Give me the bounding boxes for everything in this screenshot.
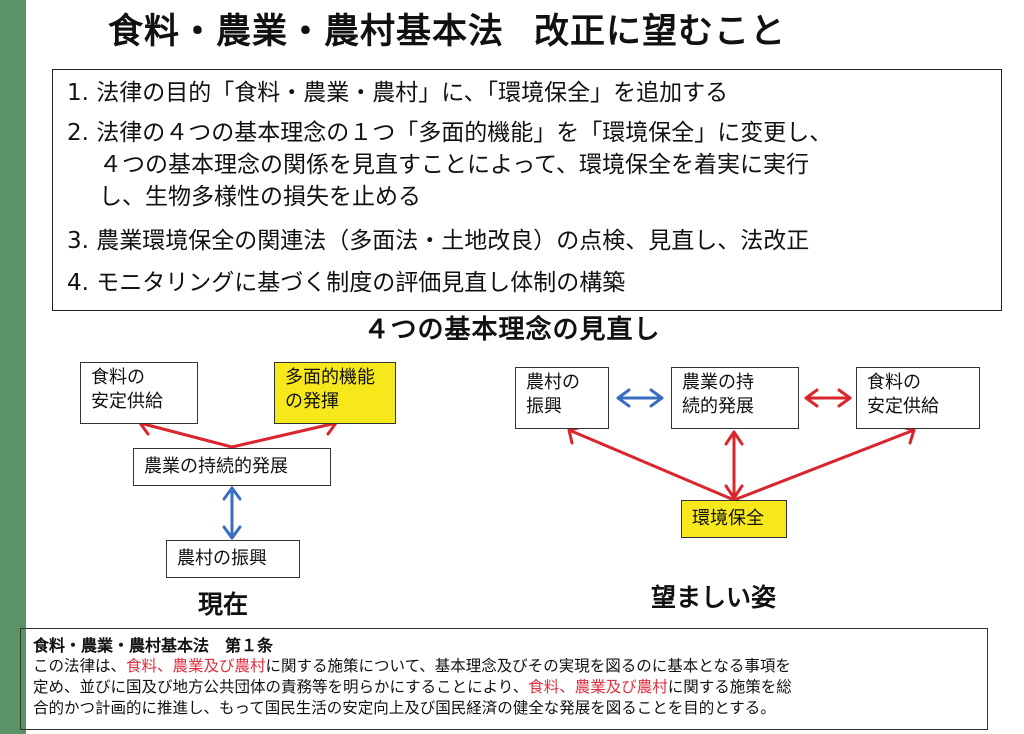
law-text: 定め、並びに国及び地方公共団体の責務等を明らかにすることにより、 — [33, 678, 529, 696]
goal-text: 法律の４つの基本理念の１つ「多面的機能」を「環境保全」に変更し、 — [96, 120, 833, 146]
law-line-3: 合的かつ計画的に推進し、もって国民生活の安定向上及び国民経済の健全な発展を図るこ… — [33, 699, 776, 717]
section-title: ４つの基本理念の見直し — [363, 315, 661, 345]
goal-number: 1. — [67, 80, 89, 106]
law-text-highlight: 食料、農業及び農村 — [528, 678, 668, 696]
goal-number: 2. — [67, 120, 89, 146]
law-text: に関する施策を総 — [667, 678, 792, 696]
law-line-2: 定め、並びに国及び地方公共団体の責務等を明らかにすることにより、食料、農業及び農… — [33, 677, 975, 698]
node-label: 食料の — [91, 367, 145, 388]
node-desired-rural-development: 農村の 振興 — [515, 367, 609, 429]
node-desired-sustainable-agri: 農業の持 続的発展 — [671, 367, 799, 429]
goals-list: 1. 法律の目的「食料・農業・農村」に、「環境保全」を追加する 2. 法律の４つ… — [52, 69, 1002, 311]
goal-text: 農業環境保全の関連法（多面法・土地改良）の点検、見直し、法改正 — [96, 228, 810, 254]
law-text: に関する施策について、基本理念及びその実現を図るのに基本となる事項を — [265, 657, 791, 675]
node-label: の発揮 — [285, 391, 339, 412]
caption-current: 現在 — [198, 590, 249, 619]
node-label: 農村の — [526, 372, 580, 393]
law-text: この法律は、 — [33, 657, 127, 675]
node-desired-food-supply: 食料の 安定供給 — [856, 367, 980, 429]
goal-3: 3. 農業環境保全の関連法（多面法・土地改良）の点検、見直し、法改正 — [67, 226, 809, 256]
node-current-food-supply: 食料の 安定供給 — [80, 362, 198, 424]
left-accent-bar — [0, 0, 26, 734]
law-article-title: 食料・農業・農村基本法 第１条 — [33, 636, 274, 655]
node-label: 環境保全 — [692, 508, 764, 529]
node-current-rural-development: 農村の振興 — [166, 540, 300, 578]
arrow-desired-to-food — [732, 425, 916, 502]
law-article-box: 食料・農業・農村基本法 第１条 この法律は、食料、農業及び農村に関する施策につい… — [20, 628, 988, 730]
goal-2-line-3: し、生物多様性の損失を止める — [99, 184, 421, 210]
node-label: 安定供給 — [91, 391, 163, 412]
goal-2-line-2: ４つの基本理念の関係を見直すことによって、環境保全を着実に実行 — [99, 152, 810, 178]
goal-number: 3. — [67, 228, 89, 254]
arrow-desired-rural-sustain — [616, 388, 664, 408]
node-current-sustainable-agri: 農業の持続的発展 — [133, 448, 331, 486]
title-part-1: 食料・農業・農村基本法 — [108, 12, 505, 52]
arrow-desired-to-rural — [567, 425, 736, 502]
arrow-desired-sustain-food — [804, 388, 852, 408]
arrow-current-sustain-rural — [222, 486, 242, 540]
goal-2: 2. 法律の４つの基本理念の１つ「多面的機能」を「環境保全」に変更し、 — [67, 118, 832, 148]
law-text-highlight: 食料、農業及び農村 — [126, 657, 266, 675]
goal-text: 法律の目的「食料・農業・農村」に、「環境保全」を追加する — [96, 80, 729, 106]
law-line-1: この法律は、食料、農業及び農村に関する施策について、基本理念及びその実現を図るの… — [33, 656, 975, 677]
node-label: 農業の持 — [682, 372, 754, 393]
page-title: 食料・農業・農村基本法改正に望むこと — [108, 8, 908, 56]
goal-1: 1. 法律の目的「食料・農業・農村」に、「環境保全」を追加する — [67, 78, 728, 108]
node-label: 続的発展 — [682, 396, 754, 417]
goal-4: 4. モニタリングに基づく制度の評価見直し体制の構築 — [67, 268, 625, 298]
node-current-multifunction: 多面的機能 の発揮 — [274, 362, 396, 424]
arrow-desired-sustain-env — [724, 430, 744, 500]
node-label: 安定供給 — [867, 396, 939, 417]
title-part-2: 改正に望むこと — [534, 12, 787, 52]
goal-number: 4. — [67, 270, 89, 296]
caption-desired: 望ましい姿 — [651, 583, 777, 612]
node-label: 農業の持続的発展 — [144, 456, 288, 477]
node-label: 多面的機能 — [285, 367, 375, 388]
node-desired-environment: 環境保全 — [681, 500, 787, 538]
node-label: 農村の振興 — [177, 548, 267, 569]
goal-text: モニタリングに基づく制度の評価見直し体制の構築 — [96, 270, 626, 296]
node-label: 食料の — [867, 372, 921, 393]
node-label: 振興 — [526, 396, 562, 417]
